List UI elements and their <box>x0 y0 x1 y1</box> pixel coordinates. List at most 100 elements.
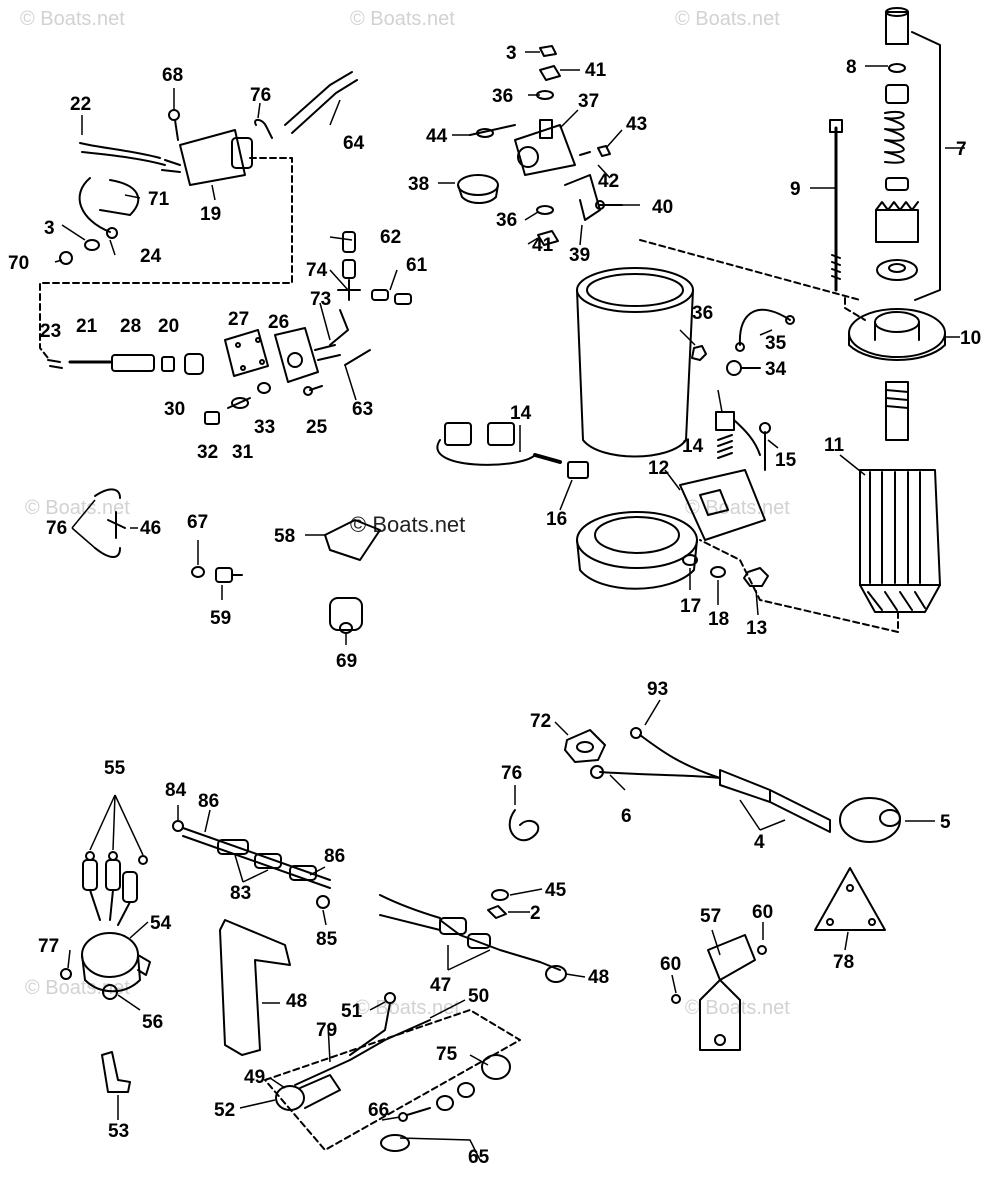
part-callout: 43 <box>626 114 648 135</box>
part-callout: 17 <box>680 596 702 617</box>
part-callout: 54 <box>150 913 172 934</box>
part-callout: 11 <box>824 435 845 456</box>
part-callout: 4 <box>754 832 765 853</box>
part-callout: 57 <box>700 906 722 927</box>
part-callout: 21 <box>76 316 98 337</box>
part-callout: 14 <box>682 436 704 457</box>
part-callout: 84 <box>165 780 187 801</box>
part-callout: 37 <box>578 91 600 112</box>
watermark: © Boats.net <box>20 8 125 30</box>
part-callout: 33 <box>254 417 276 438</box>
part-callout: 23 <box>40 321 62 342</box>
watermark-center: © Boats.net <box>350 512 466 537</box>
part-callout: 86 <box>324 846 346 867</box>
part-callout: 26 <box>268 312 290 333</box>
part-callout: 69 <box>336 651 358 672</box>
part-callout: 73 <box>310 289 332 310</box>
part-callout: 60 <box>660 954 682 975</box>
part-callout: 30 <box>164 399 186 420</box>
part-callout: 50 <box>468 986 490 1007</box>
part-callout: 18 <box>708 609 730 630</box>
part-callout: 52 <box>214 1100 236 1121</box>
watermark: © Boats.net <box>675 8 780 30</box>
part-callout: 51 <box>341 1001 363 1022</box>
part-callout: 3 <box>44 218 55 239</box>
part-callout: 53 <box>108 1121 130 1142</box>
part-callout: 10 <box>960 328 982 349</box>
part-callout: 25 <box>306 417 328 438</box>
part-callout: 14 <box>510 403 532 424</box>
part-callout: 9 <box>790 179 801 200</box>
part-callout: 5 <box>940 812 951 833</box>
part-callout: 36 <box>692 303 714 324</box>
part-callout: 8 <box>846 57 857 78</box>
part-callout: 85 <box>316 929 338 950</box>
part-callout: 24 <box>140 246 162 267</box>
part-callout: 72 <box>530 711 552 732</box>
part-callout: 71 <box>148 189 170 210</box>
pinion-cap <box>885 11 909 45</box>
part-callout: 12 <box>648 458 670 479</box>
part-callout: 76 <box>501 763 523 784</box>
watermark: © Boats.net <box>685 997 790 1019</box>
part-callout: 22 <box>70 94 92 115</box>
part-callout: 2 <box>530 903 541 924</box>
part-callout: 93 <box>647 679 669 700</box>
part-callout: 48 <box>286 991 308 1012</box>
part-callout: 15 <box>775 450 797 471</box>
part-callout: 59 <box>210 608 232 629</box>
part-callout: 27 <box>228 309 250 330</box>
part-callout: 47 <box>430 975 452 996</box>
part-callout: 75 <box>436 1044 458 1065</box>
part-callout: 56 <box>142 1012 164 1033</box>
part-callout: 78 <box>833 952 855 973</box>
watermark: © Boats.net <box>350 8 455 30</box>
part-callout: 55 <box>104 758 126 779</box>
part-callout: 83 <box>230 883 252 904</box>
part-callout: 35 <box>765 333 787 354</box>
part-callout: 3 <box>506 43 517 64</box>
part-callout: 31 <box>232 442 254 463</box>
part-callout: 36 <box>496 210 518 231</box>
part-callout: 66 <box>368 1100 390 1121</box>
part-callout: 7 <box>956 139 967 160</box>
part-callout: 16 <box>546 509 568 530</box>
part-callout: 77 <box>38 936 60 957</box>
part-callout: 62 <box>380 227 402 248</box>
part-callout: 70 <box>8 253 30 274</box>
part-callout: 49 <box>244 1067 266 1088</box>
part-callout: 65 <box>468 1147 490 1168</box>
part-callout: 68 <box>162 65 184 86</box>
part-callout: 58 <box>274 526 296 547</box>
part-callout: 40 <box>652 197 674 218</box>
part-callout: 67 <box>187 512 209 533</box>
part-callout: 13 <box>746 618 768 639</box>
part-callout: 34 <box>765 359 787 380</box>
part-callout: 45 <box>545 880 567 901</box>
part-callout: 19 <box>200 204 222 225</box>
part-callout: 20 <box>158 316 180 337</box>
part-callout: 42 <box>598 171 620 192</box>
watermark: © Boats.net <box>355 997 460 1019</box>
part-callout: 74 <box>306 260 328 281</box>
part-callout: 36 <box>492 86 514 107</box>
part-callout: 76 <box>250 85 272 106</box>
part-callout: 79 <box>316 1020 338 1041</box>
part-callout: 48 <box>588 967 610 988</box>
watermark: © Boats.net <box>25 497 130 519</box>
part-callout: 64 <box>343 133 365 154</box>
part-callout: 39 <box>569 245 591 266</box>
part-callout: 46 <box>140 518 162 539</box>
part-callout: 6 <box>621 806 632 827</box>
part-callout: 60 <box>752 902 774 923</box>
part-callout: 76 <box>46 518 68 539</box>
part-callout: 86 <box>198 791 220 812</box>
part-callout: 28 <box>120 316 142 337</box>
part-callout: 44 <box>426 126 448 147</box>
part-callout: 41 <box>532 235 554 256</box>
part-callout: 41 <box>585 60 607 81</box>
part-callout: 61 <box>406 255 428 276</box>
part-callout: 32 <box>197 442 219 463</box>
